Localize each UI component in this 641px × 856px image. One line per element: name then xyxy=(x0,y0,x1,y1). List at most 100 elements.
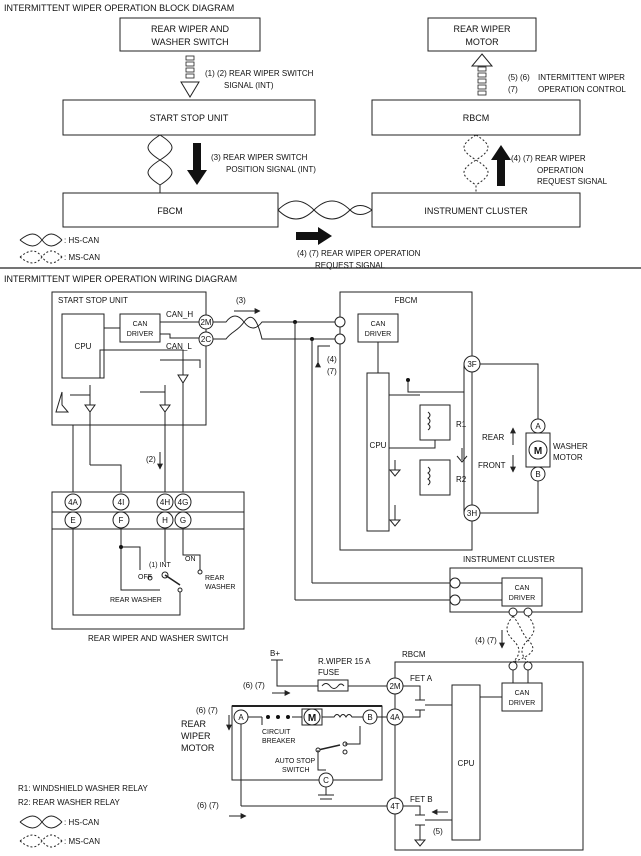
pin-4G: 4G xyxy=(178,498,189,507)
signal-4a-line1: (4) (7) REAR WIPER OPERATION xyxy=(297,249,421,258)
rear-wiper-motor-l3: MOTOR xyxy=(181,743,215,753)
label-rear: REAR xyxy=(482,433,504,442)
fuse-icon xyxy=(317,679,349,692)
signal-4b-line1: (4) (7) REAR WIPER xyxy=(511,154,586,163)
hs-can-twist-b xyxy=(147,134,173,193)
signal-5-num2: (7) xyxy=(508,85,518,94)
relay-r1 xyxy=(419,404,451,441)
washer-motor-icon xyxy=(528,440,548,460)
auto-stop-l2: SWITCH xyxy=(282,767,310,774)
label-int: (1) INT xyxy=(149,562,172,569)
fbcm-can-l2: DRIVER xyxy=(365,331,391,338)
switch-assembly-name: REAR WIPER AND WASHER SWITCH xyxy=(88,634,228,643)
washer-pin-A: A xyxy=(535,422,541,431)
fuse-label-l2: FUSE xyxy=(318,668,339,677)
signal-arrow-3 xyxy=(187,143,207,185)
rear-wiper-motor-l1: REAR xyxy=(181,719,207,729)
fbcm-wiring-box xyxy=(339,291,473,551)
ssu-cpu-label: CPU xyxy=(75,342,92,351)
pin-G: G xyxy=(180,516,186,525)
r1-label: R1 xyxy=(456,420,467,429)
signal-1-line2: SIGNAL (INT) xyxy=(224,81,274,90)
rbcm-can-l2: DRIVER xyxy=(509,700,535,707)
motor-pin-A: A xyxy=(238,713,244,722)
signal-5-line2: OPERATION CONTROL xyxy=(538,85,626,94)
ssu-can-l1: CAN xyxy=(133,321,148,328)
signal-3-line1: (3) REAR WIPER SWITCH xyxy=(211,153,308,162)
switch-assembly-box xyxy=(51,491,245,630)
pin-2M-ssu-label: 2M xyxy=(200,318,211,327)
rbcm-pin-4A: 4A xyxy=(390,713,400,722)
can-h-label: CAN_H xyxy=(166,310,193,319)
motor-pin-B: B xyxy=(367,713,372,722)
signal-4b-line2: OPERATION xyxy=(537,166,584,175)
pin-4H: 4H xyxy=(160,498,170,507)
legend2-hs-can: : HS-CAN xyxy=(64,818,99,827)
signal-5-line1: INTERMITTENT WIPER xyxy=(538,73,625,82)
rbcm-cpu-label: CPU xyxy=(458,759,475,768)
legend-r1: R1: WINDSHIELD WASHER RELAY xyxy=(18,784,148,793)
label-step-7: (7) xyxy=(327,367,337,376)
circuit-breaker-l1: CIRCUIT xyxy=(262,729,291,736)
rbcm-pin-4T: 4T xyxy=(390,802,399,811)
signal-3-line2: POSITION SIGNAL (INT) xyxy=(226,165,316,174)
legend2-ms-can: : MS-CAN xyxy=(64,837,100,846)
fet-a xyxy=(403,685,425,718)
label-step-67a: (6) (7) xyxy=(243,681,265,690)
fbcm-label: FBCM xyxy=(157,206,183,216)
ssu-can-driver xyxy=(119,313,161,343)
r2-label: R2 xyxy=(456,475,467,484)
label-step-5: (5) xyxy=(433,827,443,836)
signal-arrow-4a xyxy=(296,227,332,245)
pin-3F: 3F xyxy=(467,360,476,369)
motor-box-line1: REAR WIPER xyxy=(453,24,511,34)
label-step-4: (4) xyxy=(327,355,337,364)
label-step-3: (3) xyxy=(236,296,246,305)
pin-E: E xyxy=(70,516,75,525)
auto-stop-l1: AUTO STOP xyxy=(275,758,316,765)
pin-2C-ssu-label: 2C xyxy=(201,335,211,344)
label-rear-washer-a: REAR WASHER xyxy=(110,597,162,604)
cluster-can-l1: CAN xyxy=(515,585,530,592)
label-off: OFF xyxy=(138,574,152,581)
switch-box-line2: WASHER SWITCH xyxy=(151,37,228,47)
block-diagram: INTERMITTENT WIPER OPERATION BLOCK DIAGR… xyxy=(4,3,626,270)
ssu-can-l2: DRIVER xyxy=(127,331,153,338)
fbcm-cpu-label: CPU xyxy=(370,441,387,450)
label-on: ON xyxy=(185,556,196,563)
label-step-47: (4) (7) xyxy=(475,636,497,645)
rbcm-pin-2M: 2M xyxy=(389,682,400,691)
legend-r2: R2: REAR WASHER RELAY xyxy=(18,798,120,807)
fbcm-can-driver xyxy=(357,313,399,343)
can-twist-c xyxy=(277,200,373,220)
pin-3H: 3H xyxy=(467,509,477,518)
rbcm-box xyxy=(371,99,581,136)
rbcm-label: RBCM xyxy=(463,113,490,123)
block-diagram-title: INTERMITTENT WIPER OPERATION BLOCK DIAGR… xyxy=(4,3,234,13)
rbcm-wiring-box xyxy=(394,661,584,851)
fbcm-wiring-title: FBCM xyxy=(395,296,418,305)
ms-can-twist-a xyxy=(463,134,489,193)
signal-1-line1: (1) (2) REAR WIPER SWITCH xyxy=(205,69,314,78)
signal-4b-line3: REQUEST SIGNAL xyxy=(537,177,608,186)
washer-motor-m: M xyxy=(534,446,542,457)
pin-4I: 4I xyxy=(118,498,125,507)
pin-H: H xyxy=(162,516,168,525)
fuse-label-l1: R.WIPER 15 A xyxy=(318,657,371,666)
wiring-diagram-title: INTERMITTENT WIPER OPERATION WIRING DIAG… xyxy=(4,274,237,284)
legend-hs-can: : HS-CAN xyxy=(64,236,99,245)
rear-wiper-motor-icon xyxy=(303,708,321,726)
signal-arrow-4b xyxy=(491,145,511,186)
rbcm-wiring-title: RBCM xyxy=(402,650,426,659)
wiring-diagram: INTERMITTENT WIPER OPERATION WIRING DIAG… xyxy=(4,274,588,851)
fet-a-label: FET A xyxy=(410,674,433,683)
label-step-67c: (6) (7) xyxy=(197,801,219,810)
hs-can-twist-a xyxy=(147,134,173,193)
block-legend: : HS-CAN : MS-CAN xyxy=(19,233,100,264)
cluster-label: INSTRUMENT CLUSTER xyxy=(424,206,528,216)
relay-r2 xyxy=(419,459,451,496)
label-step-67b: (6) (7) xyxy=(196,706,218,715)
start-stop-label: START STOP UNIT xyxy=(150,113,229,123)
washer-motor-l1: WASHER xyxy=(553,442,588,451)
pin-F: F xyxy=(119,516,124,525)
